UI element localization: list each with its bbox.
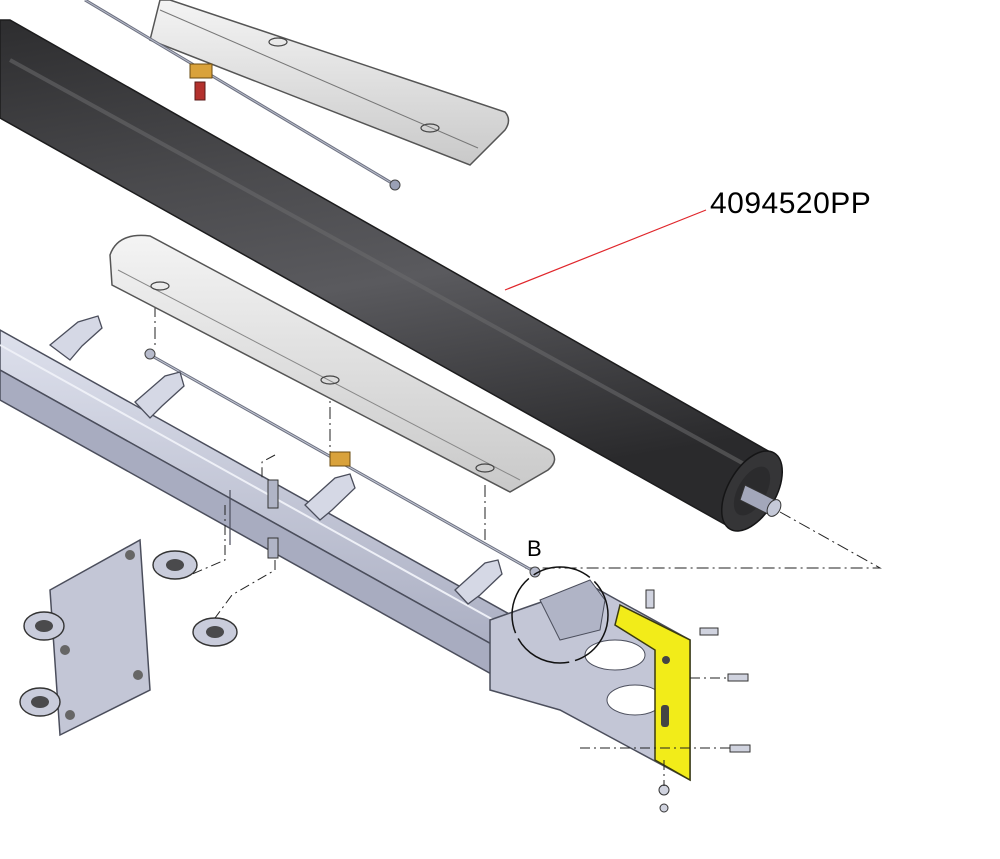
part-number-label: 4094520PP [710,187,872,220]
detail-b-label: B [527,536,542,561]
mounting-plate [19,538,151,737]
roller-4094520PP [0,19,784,532]
fastener-bolts [645,589,751,813]
detail-b-circle [511,566,609,664]
lower-roller-cover [109,234,556,493]
pivot-bushings [152,479,279,647]
bushing-alignment-lines [189,454,276,619]
upper-roller-cover [149,0,510,166]
cover-support-brackets [48,315,503,605]
highlighted-end-bracket [614,603,691,782]
upper-tension-rod [84,0,401,191]
part-leader-line [504,209,707,291]
bolt-alignment-lines [580,677,730,786]
lower-tension-rod [144,348,541,578]
